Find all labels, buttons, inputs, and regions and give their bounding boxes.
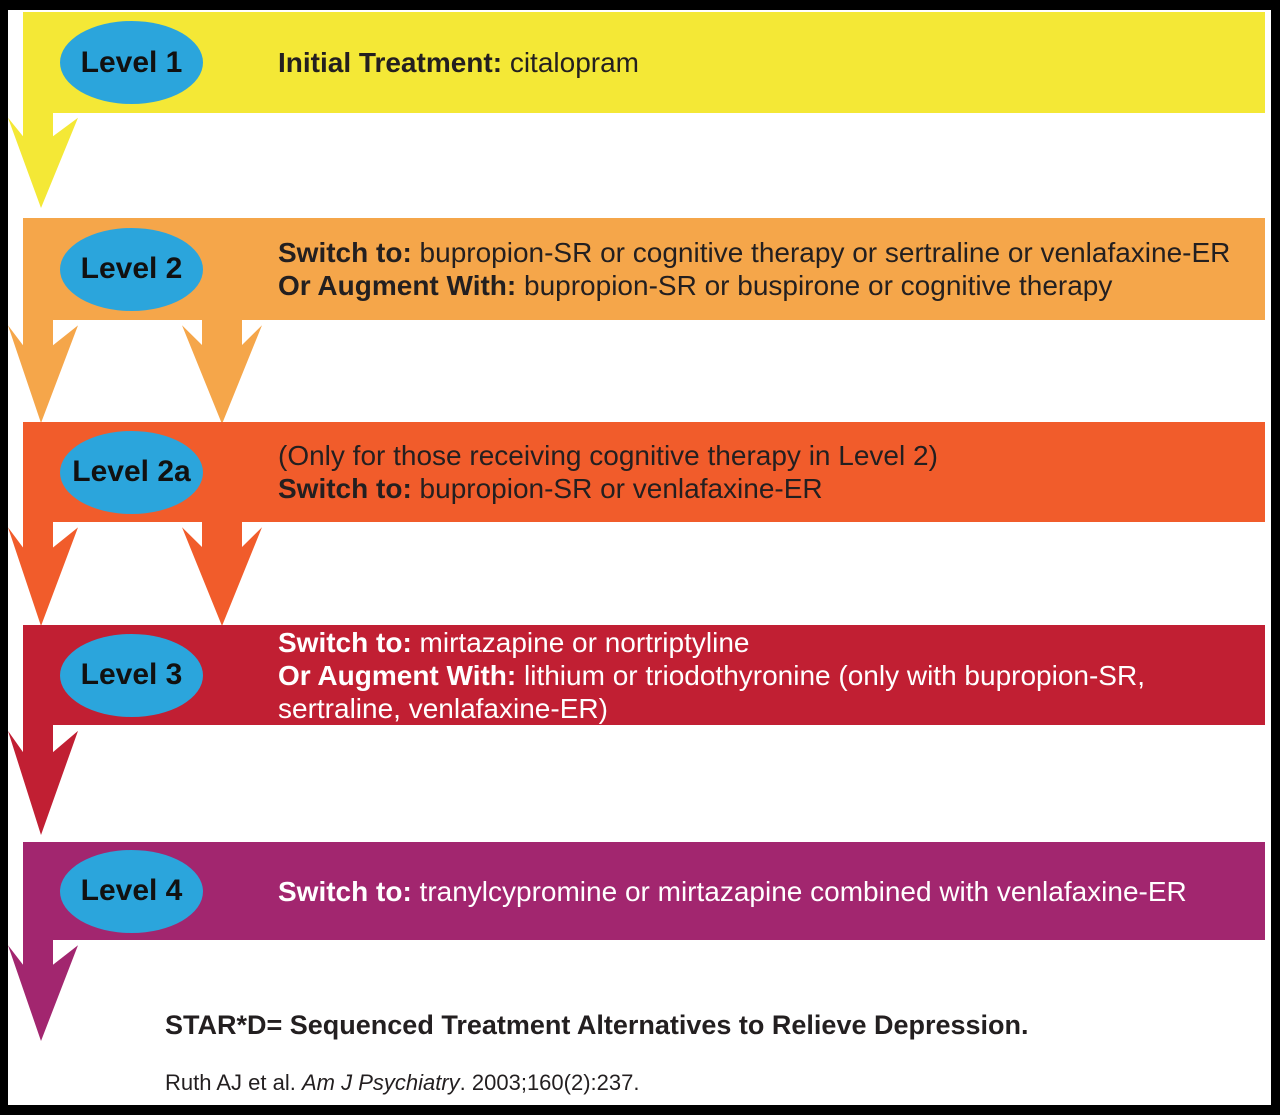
treatment-line: Or Augment With: bupropion-SR or buspiro… xyxy=(278,270,1113,301)
down-arrow-right-level-2 xyxy=(182,318,262,424)
footer-citation: Ruth AJ et al. Am J Psychiatry. 2003;160… xyxy=(165,1068,639,1098)
treatment-line-lead: Switch to: xyxy=(278,473,412,504)
band-level-4: Level 4 Switch to: tranylcypromine or mir… xyxy=(23,842,1265,940)
band-level-2: Level 2 Switch to: bupropion-SR or cognit… xyxy=(23,218,1265,320)
level-badge-label: Level 1 xyxy=(80,45,183,79)
down-arrow-left-level-4 xyxy=(8,938,78,1041)
down-arrow-left-level-1 xyxy=(8,111,78,208)
citation-authors: Ruth AJ et al. xyxy=(165,1070,302,1095)
treatment-line: Switch to: bupropion-SR or cognitive the… xyxy=(278,237,1231,268)
down-arrow-left-level-2a xyxy=(8,520,78,626)
treatment-line: Initial Treatment: citalopram xyxy=(278,47,639,78)
down-arrow-left-level-3 xyxy=(8,723,78,835)
treatment-line-lead: Or Augment With: xyxy=(278,270,517,301)
down-arrow-left-level-2 xyxy=(8,318,78,423)
band-level-1: Level 1 Initial Treatment: citalopram xyxy=(23,12,1265,113)
band-level-2a: Level 2a (Only for those receiving cognit… xyxy=(23,422,1265,522)
treatment-text-level-4: Switch to: tranylcypromine or mirtazapin… xyxy=(278,842,1255,940)
level-badge-level-3: Level 3 xyxy=(60,633,203,717)
level-badge-level-2: Level 2 xyxy=(60,227,203,311)
level-badge-label: Level 4 xyxy=(80,874,183,907)
treatment-line-lead: Initial Treatment: xyxy=(278,47,503,78)
treatment-line: sertraline, venlafaxine-ER) xyxy=(278,692,608,724)
citation-journal: Am J Psychiatry xyxy=(301,1070,460,1095)
down-arrow-right-level-2a xyxy=(182,520,262,626)
level-badge-level-1: Level 1 xyxy=(60,21,203,104)
treatment-text-level-2: Switch to: bupropion-SR or cognitive the… xyxy=(278,218,1255,320)
treatment-line-lead: Switch to: xyxy=(278,875,412,907)
treatment-line: Or Augment With: lithium or triodothyron… xyxy=(278,659,1145,691)
level-badge-label: Level 2a xyxy=(72,455,191,488)
treatment-text-level-2a: (Only for those receiving cognitive ther… xyxy=(278,422,1255,522)
level-badge-label: Level 2 xyxy=(80,252,183,285)
treatment-line-lead: Switch to: xyxy=(278,626,412,658)
treatment-line: Switch to: mirtazapine or nortriptyline xyxy=(278,626,750,658)
treatment-line: (Only for those receiving cognitive ther… xyxy=(278,440,938,471)
treatment-text-level-1: Initial Treatment: citalopram xyxy=(278,12,1255,113)
treatment-line: Switch to: tranylcypromine or mirtazapin… xyxy=(278,875,1187,907)
treatment-line: Switch to: bupropion-SR or venlafaxine-E… xyxy=(278,473,823,504)
level-badge-level-2a: Level 2a xyxy=(60,430,203,514)
citation-volume: . 2003;160(2):237. xyxy=(459,1070,640,1095)
treatment-line-lead: Or Augment With: xyxy=(278,659,517,691)
band-level-3: Level 3 Switch to: mirtazapine or nortrip… xyxy=(23,625,1265,725)
footer-acronym-definition: STAR*D= Sequenced Treatment Alternatives… xyxy=(165,1010,1029,1040)
level-badge-label: Level 3 xyxy=(80,658,183,691)
level-badge-level-4: Level 4 xyxy=(60,849,203,933)
treatment-line-lead: Switch to: xyxy=(278,237,412,268)
